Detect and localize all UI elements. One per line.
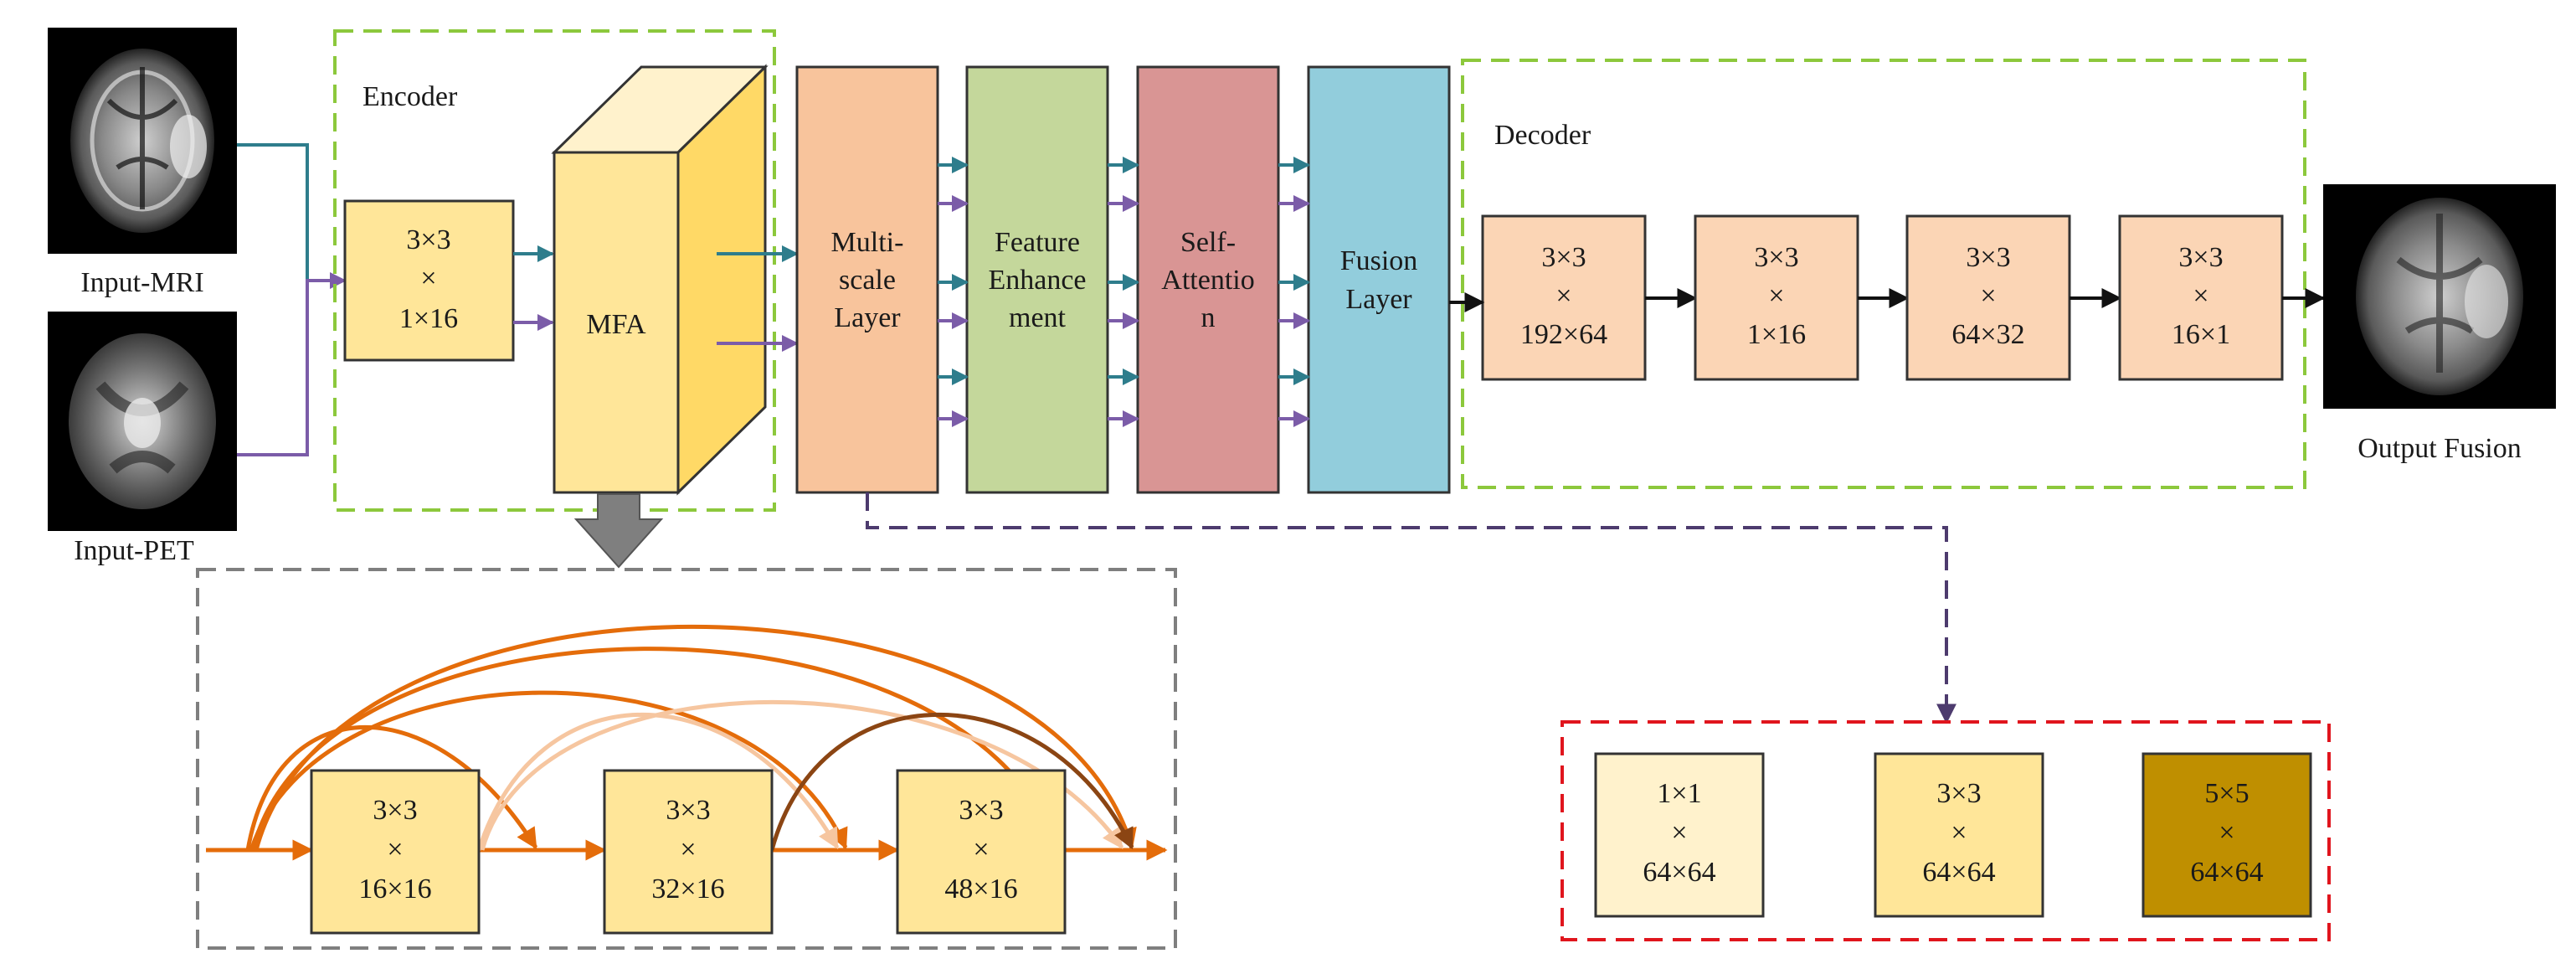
output-fusion-image xyxy=(2323,184,2556,409)
mfa-detail-block-text: 3×3 xyxy=(959,795,1003,826)
decoder-block-2: 3×3 × 1×16 xyxy=(1694,214,1859,381)
mfa-dense-arc xyxy=(245,725,538,851)
multiscale-line2: scale xyxy=(839,265,896,296)
mfa-detail-frame xyxy=(196,568,1177,950)
encoder-conv-line1: 3×3 xyxy=(406,224,450,255)
feature-line2: Enhance xyxy=(988,265,1086,296)
encoder-frame xyxy=(333,29,776,512)
decoder-blocks: 3×3 × 192×64 3×3 × 1×16 3×3 × 64×32 3×3 × 16×1 xyxy=(1481,214,2284,381)
attention-line3: n xyxy=(1201,302,1216,333)
decoder-frame xyxy=(1461,59,2306,489)
mfa-dense-arc xyxy=(254,624,1137,851)
mfa-detail-block-1: 3×3 × 16×16 xyxy=(310,769,481,935)
mfa-detail-block-3: 3×3 × 48×16 xyxy=(896,769,1067,935)
input-mri-label: Input-MRI xyxy=(80,267,203,298)
input-pet-image xyxy=(48,312,237,531)
encoder-title: Encoder xyxy=(362,81,458,112)
decoder-block-text: × xyxy=(1555,281,1571,312)
feature-line1: Feature xyxy=(995,227,1080,258)
decoder-block-text: × xyxy=(1768,281,1784,312)
encoder-conv-line2: × xyxy=(420,263,436,294)
mfa-detail-block-text: × xyxy=(680,834,696,865)
multiscale-kernel-text: × xyxy=(1951,817,1967,848)
multiscale-kernel-3: 5×5 × 64×64 xyxy=(2142,752,2312,918)
feature-enhancement-block: Feature Enhance ment xyxy=(965,65,1109,494)
fusion-layer-block: Fusion Layer xyxy=(1307,65,1451,494)
input-mri-image xyxy=(48,28,237,254)
mfa-detail-block-2: 3×3 × 32×16 xyxy=(603,769,774,935)
encoder-conv-block: 3×3 × 1×16 xyxy=(343,199,515,362)
decoder-block-text: 3×3 xyxy=(2178,242,2223,273)
decoder-block-1: 3×3 × 192×64 xyxy=(1481,214,1647,381)
multiscale-kernel-1: 1×1 × 64×64 xyxy=(1594,752,1765,918)
multiscale-line3: Layer xyxy=(834,302,901,333)
multiscale-kernel-text: 1×1 xyxy=(1657,778,1701,809)
output-fusion-label: Output Fusion xyxy=(2357,433,2522,464)
mfa-label: MFA xyxy=(586,309,646,340)
multiscale-line1: Multi- xyxy=(831,227,904,258)
input-pet-label: Input-PET xyxy=(74,535,194,566)
fusion-line1: Fusion xyxy=(1340,245,1418,276)
multiscale-detail-frame xyxy=(1561,720,2331,941)
mfa-detail-blocks: 3×3 × 16×16 3×3 × 32×16 3×3 × 48×16 xyxy=(310,769,1067,935)
mfa-block: MFA xyxy=(551,64,769,496)
multiscale-layer-block: Multi- scale Layer xyxy=(795,65,939,494)
multiscale-kernel-text: 5×5 xyxy=(2204,778,2249,809)
pipeline-arrows xyxy=(938,157,1310,427)
decoder-block-4: 3×3 × 16×1 xyxy=(2118,214,2284,381)
multiscale-expand-connector xyxy=(866,492,1956,724)
decoder-block-text: 1×16 xyxy=(1747,319,1806,350)
mfa-detail-block-text: × xyxy=(973,834,989,865)
input-connectors xyxy=(237,143,347,456)
mfa-detail-block-text: 48×16 xyxy=(944,874,1017,905)
multiscale-kernel-2: 3×3 × 64×64 xyxy=(1874,752,2044,918)
decoder-block-text: 64×32 xyxy=(1951,319,2024,350)
attention-line1: Self- xyxy=(1180,227,1236,258)
decoder-block-text: × xyxy=(1980,281,1996,312)
self-attention-block: Self- Attentio n xyxy=(1136,65,1280,494)
mfa-dense-arc xyxy=(476,713,840,851)
decoder-block-text: 192×64 xyxy=(1520,319,1607,350)
mfa-detail-block-text: 3×3 xyxy=(666,795,710,826)
mfa-detail-block-text: 3×3 xyxy=(373,795,417,826)
mfa-detail-block-text: × xyxy=(387,834,403,865)
multiscale-kernel-text: 64×64 xyxy=(1922,857,1995,888)
mfa-expand-arrow xyxy=(573,493,664,569)
decoder-block-text: × xyxy=(2193,281,2208,312)
decoder-block-text: 3×3 xyxy=(1541,242,1586,273)
fusion-line2: Layer xyxy=(1345,284,1412,315)
decoder-title: Decoder xyxy=(1494,120,1591,151)
multiscale-kernel-text: × xyxy=(1671,817,1687,848)
mfa-dense-arc xyxy=(249,690,848,851)
mfa-dense-arc xyxy=(769,713,1134,851)
multiscale-kernel-blocks: 1×1 × 64×64 3×3 × 64×64 5×5 × 64×64 xyxy=(1594,752,2312,918)
decoder-block-3: 3×3 × 64×32 xyxy=(1905,214,2071,381)
decoder-block-text: 16×1 xyxy=(2172,319,2230,350)
feature-line3: ment xyxy=(1009,302,1067,333)
mfa-detail-block-text: 32×16 xyxy=(651,874,724,905)
multiscale-kernel-text: 64×64 xyxy=(2190,857,2263,888)
encoder-conv-line3: 1×16 xyxy=(399,303,458,334)
mfa-detail-block-text: 16×16 xyxy=(358,874,431,905)
multiscale-kernel-text: 64×64 xyxy=(1643,857,1715,888)
attention-line2: Attentio xyxy=(1161,265,1254,296)
decoder-block-text: 3×3 xyxy=(1754,242,1798,273)
multiscale-kernel-text: 3×3 xyxy=(1936,778,1981,809)
multiscale-kernel-text: × xyxy=(2219,817,2234,848)
decoder-block-text: 3×3 xyxy=(1966,242,2010,273)
